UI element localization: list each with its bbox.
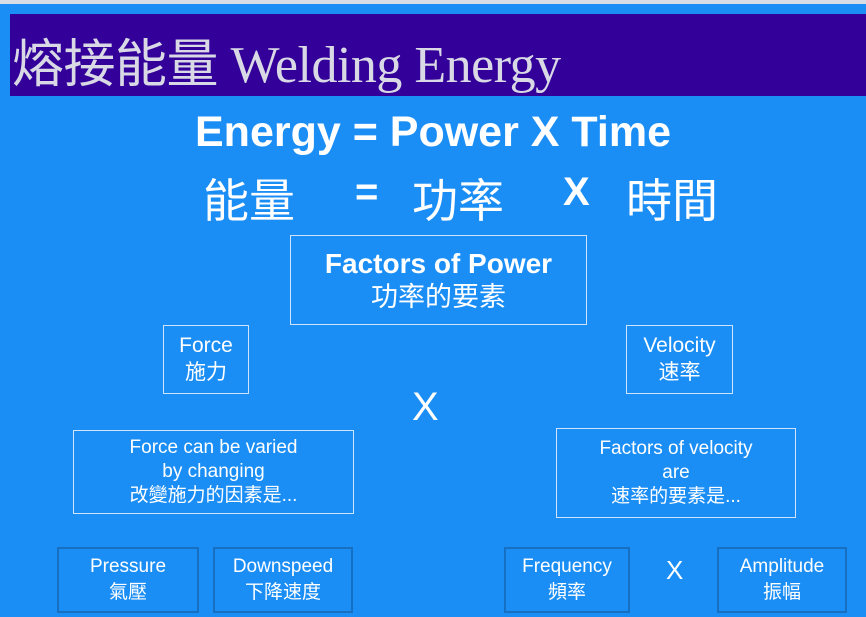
equation-equals: =: [355, 170, 379, 214]
equation-english: Energy = Power X Time: [195, 108, 671, 156]
amplitude-box: Amplitude 振幅: [717, 547, 847, 613]
velocity-factors-line1: Factors of velocity: [599, 438, 753, 460]
factors-of-power-zh: 功率的要素: [371, 281, 506, 312]
force-box: Force 施力: [163, 325, 249, 394]
top-strip: [0, 0, 866, 4]
multiply-sign: X: [412, 385, 439, 429]
pressure-zh: 氣壓: [108, 582, 147, 603]
velocity-factors-line2: are: [662, 462, 690, 484]
factors-of-power-box: Factors of Power 功率的要素: [290, 235, 587, 325]
force-factors-line2: by changing: [162, 461, 265, 483]
amplitude-label: Amplitude: [739, 556, 825, 578]
title-bar: [10, 14, 866, 96]
equation-time-zh: 時間: [626, 175, 718, 227]
pressure-label: Pressure: [89, 556, 167, 578]
downspeed-zh: 下降速度: [244, 582, 321, 603]
frequency-label: Frequency: [522, 556, 612, 578]
force-factors-zh: 改變施力的因素是...: [129, 484, 298, 506]
frequency-zh: 頻率: [547, 582, 586, 603]
equation-power-zh: 功率: [412, 175, 504, 227]
velocity-factors-box: Factors of velocity are 速率的要素是...: [556, 428, 796, 518]
velocity-label: Velocity: [643, 334, 716, 358]
velocity-zh: 速率: [658, 360, 701, 384]
force-zh: 施力: [185, 360, 227, 384]
velocity-box: Velocity 速率: [626, 325, 733, 394]
velocity-factors-zh: 速率的要素是...: [611, 485, 741, 507]
equation-times: X: [563, 170, 590, 214]
pressure-box: Pressure 氣壓: [57, 547, 199, 613]
amplitude-zh: 振幅: [762, 582, 801, 603]
slide-title: 熔接能量 Welding Energy: [12, 37, 561, 94]
force-factors-line1: Force can be varied: [129, 437, 298, 459]
force-label: Force: [179, 334, 233, 358]
factors-of-power-label: Factors of Power: [324, 247, 553, 279]
downspeed-label: Downspeed: [232, 556, 334, 578]
bottom-multiply-sign: X: [666, 555, 684, 585]
frequency-box: Frequency 頻率: [504, 547, 630, 613]
force-factors-box: Force can be varied by changing 改變施力的因素是…: [73, 430, 354, 514]
equation-energy-zh: 能量: [203, 175, 295, 227]
downspeed-box: Downspeed 下降速度: [213, 547, 353, 613]
